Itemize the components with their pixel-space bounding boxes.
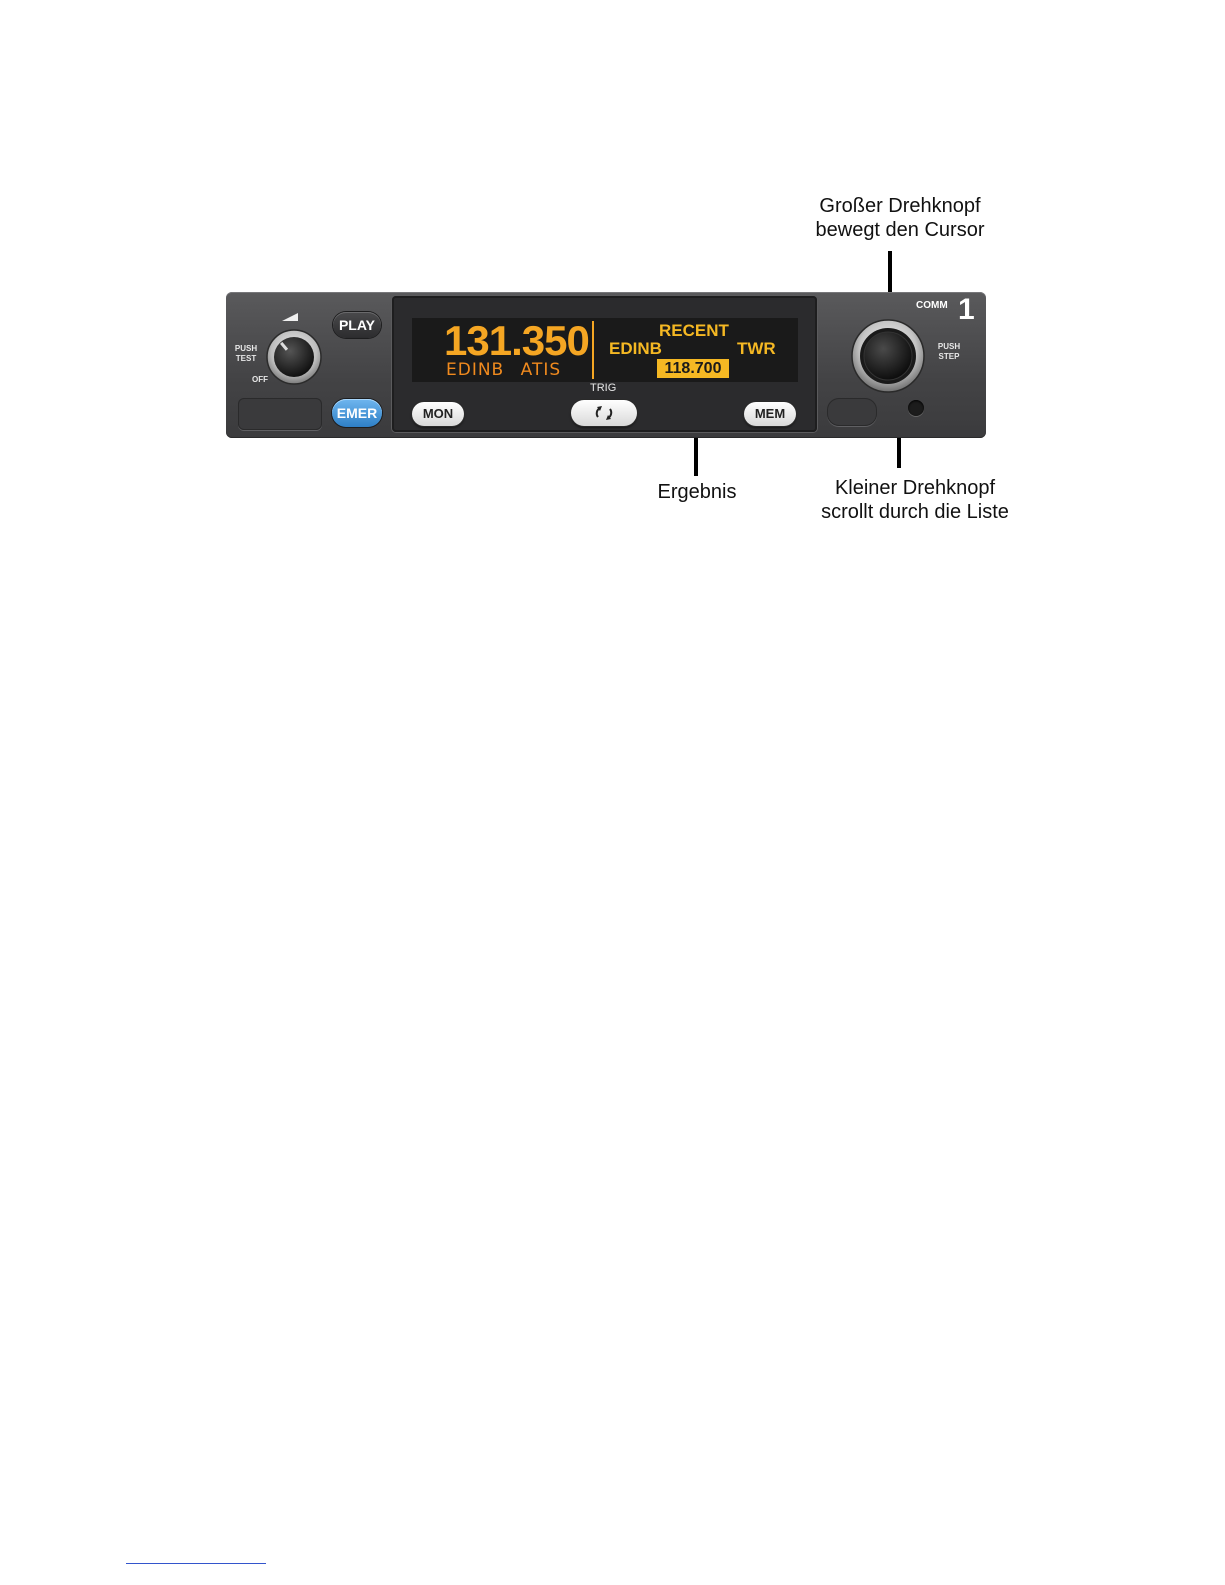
volume-knob[interactable]	[264, 327, 324, 387]
comm-number: 1	[958, 293, 975, 327]
left-blank-slot	[238, 398, 322, 430]
comm-radio-panel: PUSH TEST OFF PLAY EMER 131.350 EDINB AT…	[226, 292, 986, 438]
display-divider	[592, 321, 594, 379]
mon-button[interactable]: MON	[412, 402, 464, 426]
selected-frequency-result: 118.700	[657, 359, 729, 378]
callout-result: Ergebnis	[622, 480, 772, 504]
trig-label: TRIG	[590, 382, 616, 394]
right-blank-slot	[827, 398, 877, 426]
callout-large-knob: Großer Drehknopf bewegt den Cursor	[790, 194, 1010, 242]
push-step-label: PUSH STEP	[932, 342, 966, 362]
callout-small-knob: Kleiner Drehknopf scrollt durch die List…	[800, 476, 1030, 524]
emer-button[interactable]: EMER	[332, 399, 382, 427]
mem-button[interactable]: MEM	[744, 402, 796, 426]
active-frequency: 131.350	[444, 319, 589, 363]
volume-ramp-icon	[282, 313, 298, 321]
display-bezel: 131.350 EDINB ATIS RECENT EDINB TWR 118.…	[392, 296, 817, 432]
list-station: EDINB	[609, 340, 662, 358]
swap-arrows-icon	[571, 400, 637, 426]
footnote-separator-line	[126, 1563, 266, 1564]
display-screen: 131.350 EDINB ATIS RECENT EDINB TWR 118.…	[412, 318, 798, 382]
swap-button[interactable]	[571, 400, 637, 426]
active-station-name: EDINB ATIS	[446, 360, 561, 380]
play-button[interactable]: PLAY	[333, 312, 381, 338]
frequency-knob[interactable]	[850, 318, 926, 394]
comm-label: COMM	[916, 300, 948, 311]
list-title: RECENT	[659, 322, 729, 340]
light-sensor	[908, 400, 924, 416]
list-station-type: TWR	[737, 340, 776, 358]
push-test-label: PUSH TEST	[230, 344, 262, 364]
off-label: OFF	[248, 375, 272, 385]
